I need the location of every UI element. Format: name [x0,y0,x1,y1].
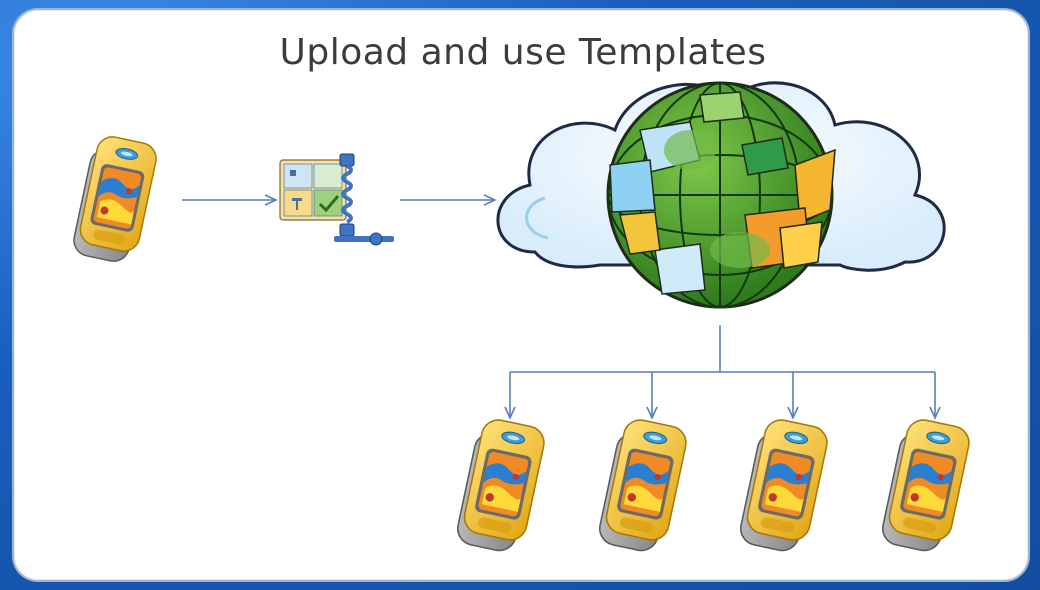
source-gps-device-icon [70,132,160,267]
target-gps-device-3-icon [736,415,831,557]
target-gps-device-4-icon [878,415,973,557]
distribution-connectors [504,325,941,420]
zip-archive-icon [279,153,394,246]
globe-icon [606,81,836,309]
target-gps-device-1-icon [453,415,548,557]
target-gps-device-2-icon [595,415,690,557]
slide-title: Upload and use Templates [279,32,767,73]
